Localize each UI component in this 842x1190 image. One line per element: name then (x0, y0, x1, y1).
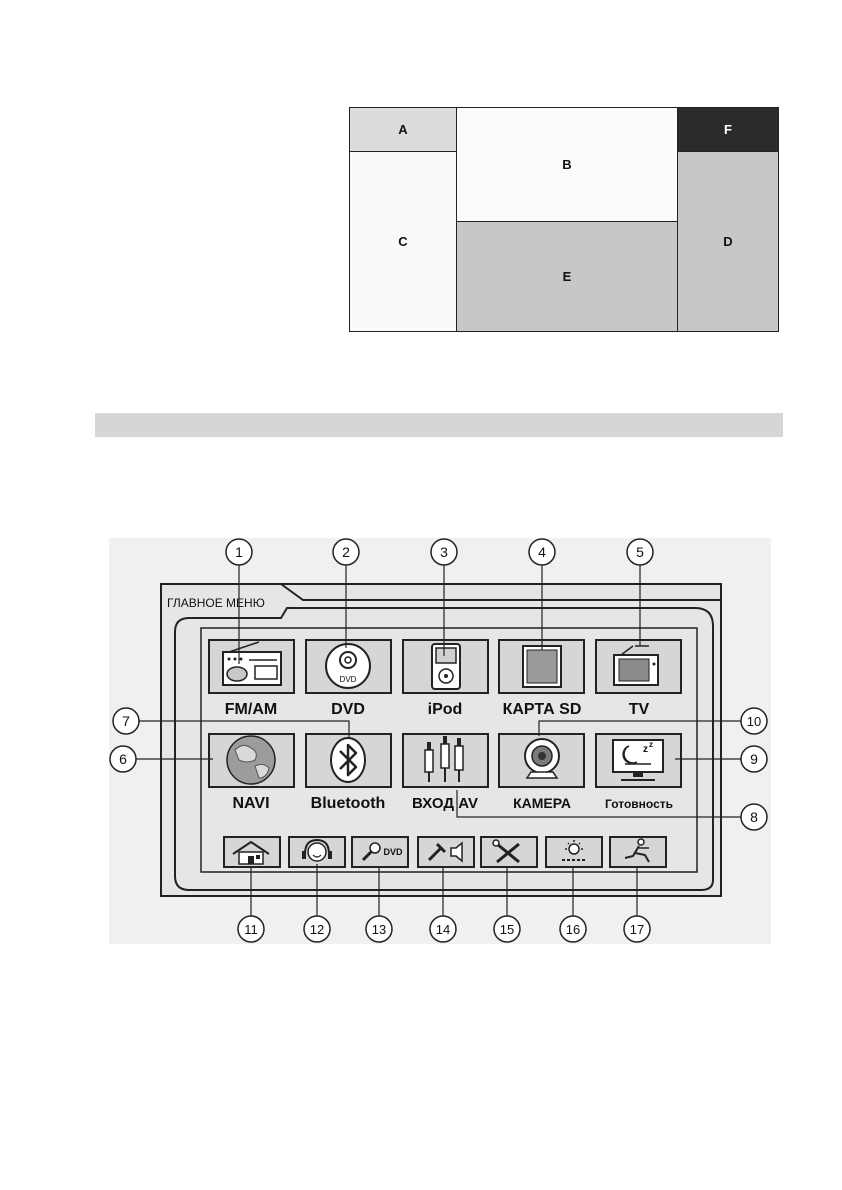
zone-a: A (349, 107, 457, 152)
main-menu-svg: ГЛАВНОЕ МЕНЮ FM/AM DVD DVD (109, 538, 771, 944)
callout-leaders (135, 565, 741, 916)
bluetooth-icon (330, 737, 366, 783)
callout-15: 15 (493, 915, 521, 943)
bottom-button-home[interactable] (223, 836, 281, 868)
tile-navi[interactable]: NAVI (208, 733, 295, 812)
tile-label: FM/AM (225, 701, 277, 718)
svg-text:z: z (643, 744, 648, 755)
dvd-settings-icon: DVD (361, 842, 403, 862)
svg-text:2: 2 (342, 544, 350, 560)
ipod-icon (431, 643, 461, 690)
tile-label: КАМЕРА (513, 795, 571, 811)
svg-text:11: 11 (244, 922, 258, 937)
screen-zones-diagram: A C B E F D (349, 107, 779, 332)
svg-text:10: 10 (747, 714, 761, 729)
bottom-button-audio-settings[interactable] (417, 836, 475, 868)
screen-inner-border (174, 607, 714, 891)
bottom-button-brightness[interactable] (545, 836, 603, 868)
tile-label: КАРТА SD (503, 701, 582, 718)
callout-14: 14 (429, 915, 457, 943)
tile-label: iPod (428, 701, 463, 718)
callout-4: 4 (528, 538, 556, 566)
callout-8: 8 (740, 803, 768, 831)
callout-9: 9 (740, 745, 768, 773)
headset-icon (302, 838, 332, 862)
tile-bluetooth[interactable]: Bluetooth (305, 733, 392, 812)
svg-text:DVD: DVD (383, 847, 403, 857)
tile-dvd[interactable]: DVD DVD (305, 639, 392, 718)
tile-sd-card[interactable]: КАРТА SD (498, 639, 585, 718)
exit-icon (624, 838, 650, 863)
callout-2: 2 (332, 538, 360, 566)
svg-text:15: 15 (500, 922, 514, 937)
dvd-disc-icon: DVD (325, 643, 371, 689)
tile-label: Bluetooth (311, 795, 386, 812)
callout-12: 12 (303, 915, 331, 943)
callout-11: 11 (237, 915, 265, 943)
svg-text:13: 13 (372, 922, 386, 937)
zone-c: C (349, 151, 457, 332)
bottom-button-tools[interactable] (480, 836, 538, 868)
radio-icon (222, 641, 282, 686)
tile-fm-am[interactable]: FM/AM (208, 639, 295, 718)
icon-area (200, 627, 698, 873)
svg-text:7: 7 (122, 713, 130, 729)
tile-label: Готовность (605, 797, 673, 811)
svg-text:12: 12 (310, 922, 324, 937)
svg-text:8: 8 (750, 809, 758, 825)
callout-5: 5 (626, 538, 654, 566)
callout-10: 10 (740, 707, 768, 735)
tile-tv[interactable]: TV (595, 639, 682, 718)
svg-text:14: 14 (436, 922, 450, 937)
callout-16: 16 (559, 915, 587, 943)
callout-1: 1 (225, 538, 253, 566)
globe-icon (226, 735, 276, 785)
audio-settings-icon (427, 841, 463, 863)
tile-camera[interactable]: КАМЕРА (498, 733, 585, 811)
standby-icon: z z (612, 739, 664, 781)
tile-label: TV (629, 701, 650, 718)
svg-text:3: 3 (440, 544, 448, 560)
bottom-button-dvd-settings[interactable]: DVD (351, 836, 409, 868)
callout-17: 17 (623, 915, 651, 943)
zone-b: B (456, 107, 678, 222)
tile-label: DVD (331, 701, 365, 718)
tv-icon (613, 645, 659, 686)
callout-3: 3 (430, 538, 458, 566)
svg-text:9: 9 (750, 751, 758, 767)
tile-label: ВХОД AV (412, 795, 478, 812)
brightness-icon (562, 840, 586, 861)
tools-icon (492, 839, 520, 864)
callout-13: 13 (365, 915, 393, 943)
svg-text:16: 16 (566, 922, 580, 937)
bottom-button-exit[interactable] (609, 836, 667, 868)
webcam-icon (524, 738, 560, 779)
tile-standby[interactable]: z z Готовность (595, 733, 682, 811)
svg-text:6: 6 (119, 751, 127, 767)
svg-text:4: 4 (538, 544, 546, 560)
tile-ipod[interactable]: iPod (402, 639, 489, 718)
tile-av-in[interactable]: ВХОД AV (402, 733, 489, 812)
svg-text:DVD: DVD (340, 675, 357, 684)
zone-f: F (677, 107, 779, 152)
section-divider-bar (95, 413, 783, 437)
bottom-button-headset[interactable] (288, 836, 346, 868)
tile-label: NAVI (232, 795, 269, 812)
svg-text:z: z (649, 740, 653, 749)
svg-text:17: 17 (630, 922, 644, 937)
svg-text:5: 5 (636, 544, 644, 560)
rca-plugs-icon (424, 736, 464, 782)
callout-6: 6 (109, 745, 137, 773)
zone-d: D (677, 151, 779, 332)
main-menu-figure: ГЛАВНОЕ МЕНЮ FM/AM DVD DVD (109, 538, 771, 944)
home-icon (232, 840, 270, 865)
sd-card-icon (522, 645, 562, 688)
title-tab-line (280, 583, 721, 601)
zone-e: E (456, 221, 678, 332)
menu-title: ГЛАВНОЕ МЕНЮ (167, 596, 265, 610)
callout-7: 7 (112, 707, 140, 735)
svg-text:1: 1 (235, 544, 243, 560)
